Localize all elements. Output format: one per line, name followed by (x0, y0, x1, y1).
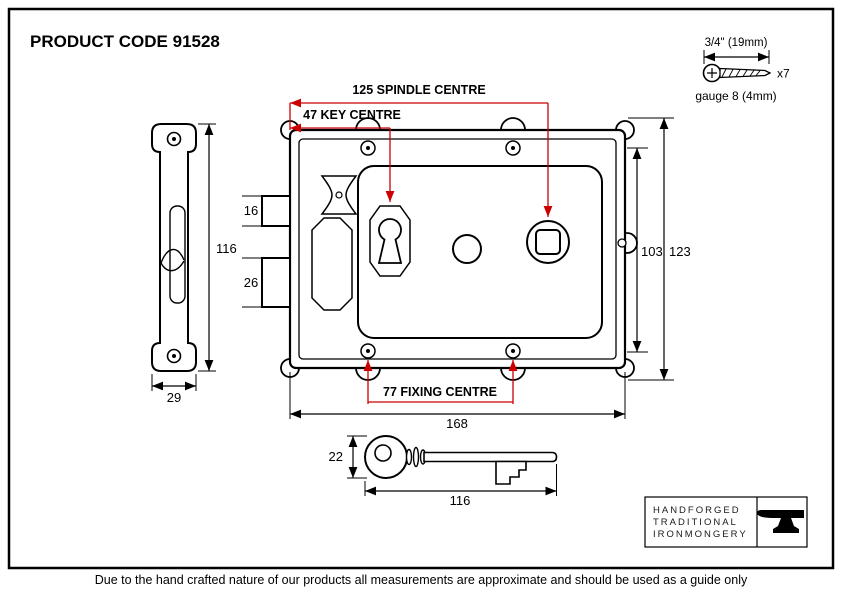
hourglass-ornament (320, 175, 358, 215)
spindle-boss (526, 220, 570, 264)
disclaimer-text: Due to the hand crafted nature of our pr… (95, 573, 748, 587)
keep-screw-dot (172, 137, 176, 141)
outer-height-dim: 123 (669, 244, 691, 259)
face-screw-dot (511, 146, 515, 150)
keep-latch-curve (160, 248, 185, 272)
key-collar (405, 448, 413, 466)
side-screw-hole (617, 238, 627, 248)
lock-dimensions: 168 103 123 (289, 117, 691, 431)
red-dimensions: 125 SPINDLE CENTRE 47 KEY CENTRE 77 FIXI… (289, 83, 553, 404)
ornament-dot (335, 191, 343, 199)
logo-line-1: HANDFORGED (653, 505, 741, 516)
key-bow-hole (374, 444, 392, 462)
face-screw-dot (366, 146, 370, 150)
key-collar (412, 446, 420, 468)
keyhole-escutcheon (369, 205, 411, 277)
knob-hole (452, 234, 482, 264)
keep-height-dim: 116 (216, 241, 237, 256)
logo-line-3: IRONMONGERY (653, 529, 748, 540)
spindle-centre-label: 125 SPINDLE CENTRE (352, 83, 485, 97)
logo-line-2: TRADITIONAL (653, 517, 738, 528)
fixing-centre-label: 77 FIXING CENTRE (383, 385, 497, 399)
keyhole (377, 218, 403, 264)
keep-width-dim: 29 (167, 390, 181, 405)
latch-height-dim: 26 (244, 275, 258, 290)
frame-border (7, 7, 835, 570)
key-length-dim: 116 (450, 493, 471, 508)
key-height-dim: 22 (329, 449, 343, 464)
latch (261, 257, 291, 308)
screw-length-label: 3/4" (19mm) (705, 37, 768, 49)
octagon-ornament (311, 217, 353, 311)
screw-illustration: 3/4" (19mm) x7 gauge 8 (4mm) (695, 37, 790, 103)
face-screw-dot (511, 349, 515, 353)
key-centre-label: 47 KEY CENTRE (303, 108, 401, 122)
lock-inner-line (298, 138, 617, 360)
keep-outline (151, 123, 197, 372)
logo-box (644, 496, 808, 548)
lock-centre-panel (357, 165, 603, 339)
key-bow (364, 435, 408, 479)
screw-threads (721, 68, 761, 78)
spindle-hole (535, 229, 561, 255)
key-bit (495, 460, 527, 485)
screw-count-label: x7 (777, 67, 790, 81)
screw-gauge-label: gauge 8 (4mm) (695, 89, 776, 103)
keep-screw-dot (172, 354, 176, 358)
lock-drawing: 16 26 (242, 117, 638, 381)
keep-slot (169, 205, 186, 304)
lock-width-dim: 168 (446, 416, 468, 431)
bolt (261, 195, 291, 227)
bolt-height-dim: 16 (244, 203, 258, 218)
key-drawing: 22 116 (329, 435, 558, 508)
product-code: PRODUCT CODE 91528 (30, 32, 220, 51)
anvil-icon (756, 510, 804, 533)
face-screw-dot (366, 349, 370, 353)
key-shaft (423, 451, 558, 463)
inner-height-dim: 103 (641, 244, 663, 259)
screw-phillips-cross (707, 68, 717, 78)
keep-drawing: 116 29 (151, 123, 237, 405)
logo: HANDFORGED TRADITIONAL IRONMONGERY (644, 496, 808, 548)
lock-body-outline (288, 128, 627, 370)
